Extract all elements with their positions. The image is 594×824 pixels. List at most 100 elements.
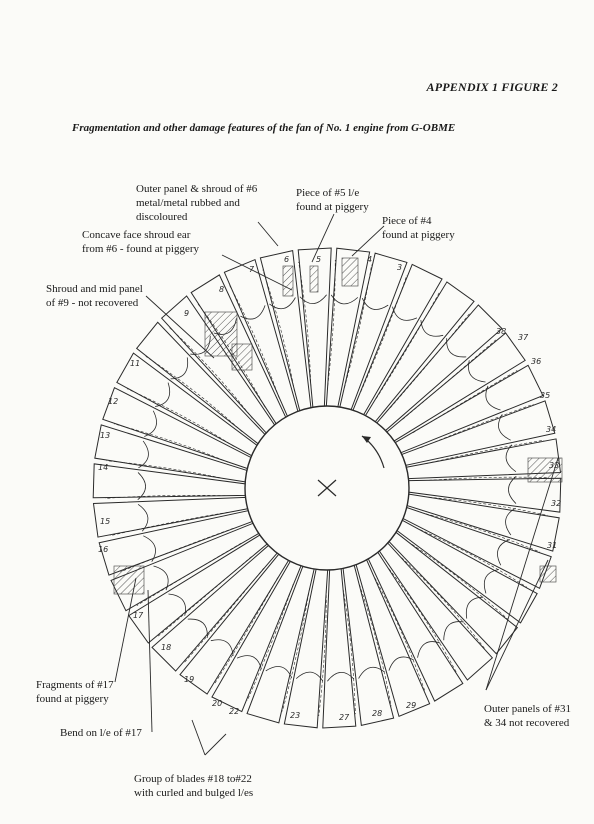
blade-edge-trace: [246, 584, 294, 701]
damage-hatch: [341, 257, 359, 287]
damage-hatch: [113, 565, 145, 595]
blade-shroud-line: [236, 655, 262, 670]
blade-number: 16: [98, 545, 108, 554]
hub-center-mark: [317, 479, 337, 497]
damage-hatch: [309, 265, 319, 293]
blade-number: 4: [367, 255, 372, 264]
leader-outer-panel-6: [257, 221, 279, 247]
callout-group-18-22: Group of blades #18 to#22 with curled an…: [134, 773, 254, 799]
blade-edge-trace: [127, 388, 235, 447]
blade-edge-trace: [109, 512, 228, 537]
blade-number: 12: [108, 397, 118, 406]
blade-shroud-line: [240, 305, 266, 320]
callout-piece-4: Piece of #4 found at piggery: [382, 215, 455, 241]
blade-number: 15: [100, 517, 110, 526]
fan-hub: [244, 405, 410, 571]
leader-group-left: [191, 719, 206, 756]
blade-number: 31: [547, 541, 557, 550]
callout-bend-17: Bend on l/e of #17: [60, 727, 142, 739]
blade-shroud-line: [137, 504, 149, 532]
blade-shroud-line: [327, 671, 355, 682]
blade-edge-trace: [282, 588, 310, 712]
blade-number: 14: [98, 463, 108, 472]
blade-number: 18: [161, 643, 171, 652]
blade-edge-trace: [113, 423, 229, 463]
callout-outer-31-34: Outer panels of #31 & 34 not recovered: [484, 703, 572, 729]
leader-bend-17: [147, 589, 153, 733]
blade-edge-trace: [342, 588, 356, 715]
blade-number: 22: [229, 707, 239, 716]
leader-piece-le-5: [311, 213, 335, 263]
blade-edge-trace: [327, 260, 336, 387]
blade-shroud-line: [483, 569, 499, 594]
blade-edge-trace: [425, 513, 541, 553]
blade-number: 13: [100, 431, 110, 440]
blade-number: 17: [133, 611, 144, 620]
leader-outer-31: [485, 559, 549, 691]
blade-shroud-line: [358, 666, 385, 679]
callout-fragments-17: Fragments of #17 found at piggery: [36, 679, 114, 705]
blade-edge-trace: [213, 577, 279, 685]
blade-edge-trace: [136, 542, 242, 606]
blade-edge-trace: [375, 291, 441, 399]
blade-number: 34: [546, 425, 556, 434]
damage-hatch: [527, 457, 563, 483]
blade-number: 5: [316, 255, 321, 264]
blade-number: 3: [397, 263, 402, 272]
blade-number: 27: [339, 713, 350, 722]
leader-concave-face-6: [221, 254, 293, 291]
blade-shroud-line: [299, 294, 327, 305]
blade-number: 38: [496, 327, 506, 336]
blade-number: 32: [551, 499, 561, 508]
blade-number: 9: [184, 309, 189, 318]
leader-shroud-9: [145, 295, 215, 359]
blade-edge-trace: [389, 313, 470, 409]
blade-edge-trace: [419, 529, 528, 588]
appendix-heading: APPENDIX 1 FIGURE 2: [426, 80, 558, 94]
rotation-arrowhead: [362, 436, 371, 443]
blade-shroud-line: [269, 297, 296, 310]
blade-number: 6: [284, 255, 289, 264]
blade-edge-trace: [411, 544, 509, 620]
blade-shroud-line: [388, 656, 414, 671]
blade-edge-trace: [360, 275, 408, 392]
blade-shroud-line: [210, 639, 234, 656]
blade-shroud-line: [155, 382, 171, 407]
damage-regions: [113, 257, 563, 595]
leader-piece-4: [351, 225, 385, 257]
blade-shroud-line: [330, 294, 359, 305]
blade-shroud-line: [170, 357, 189, 380]
callout-leaders: [114, 213, 559, 756]
blade-shroud-line: [265, 666, 293, 678]
blade-shroud-line: [443, 621, 464, 641]
blade-edge-trace: [359, 584, 392, 707]
blade-edge-trace: [344, 264, 372, 388]
blade-edge-trace: [374, 577, 426, 693]
leader-fragments-17: [114, 577, 137, 683]
blade-number: 28: [372, 709, 382, 718]
blade-shroud-line: [420, 320, 444, 337]
leader-outer-34: [485, 457, 559, 691]
blade-shroud-line: [498, 414, 511, 441]
leader-group-right: [204, 733, 227, 756]
callout-outer-panel-6: Outer panel & shroud of #6 metal/metal r…: [136, 183, 258, 223]
blade-edge-trace: [428, 496, 548, 516]
blade-shroud-line: [508, 475, 517, 504]
blade-edge-trace: [425, 439, 545, 464]
blade-edge-trace: [169, 327, 253, 419]
blade-shroud-line: [465, 596, 484, 619]
callout-piece-le-5: Piece of #5 l/e found at piggery: [296, 187, 369, 213]
blade-shroud-line: [187, 618, 208, 638]
blade-number: 23: [290, 711, 300, 720]
blade-edge-trace: [105, 494, 226, 499]
blade-number: 11: [130, 359, 140, 368]
blade-shroud-line: [361, 298, 389, 310]
blade-shroud-line: [144, 410, 157, 437]
blade-edge-trace: [420, 403, 534, 448]
blade-number: 29: [406, 701, 416, 710]
blade-edge-trace: [106, 460, 226, 480]
blade-edge-trace: [298, 261, 312, 388]
blade-edge-trace: [318, 589, 327, 716]
damage-hatch: [539, 565, 557, 583]
